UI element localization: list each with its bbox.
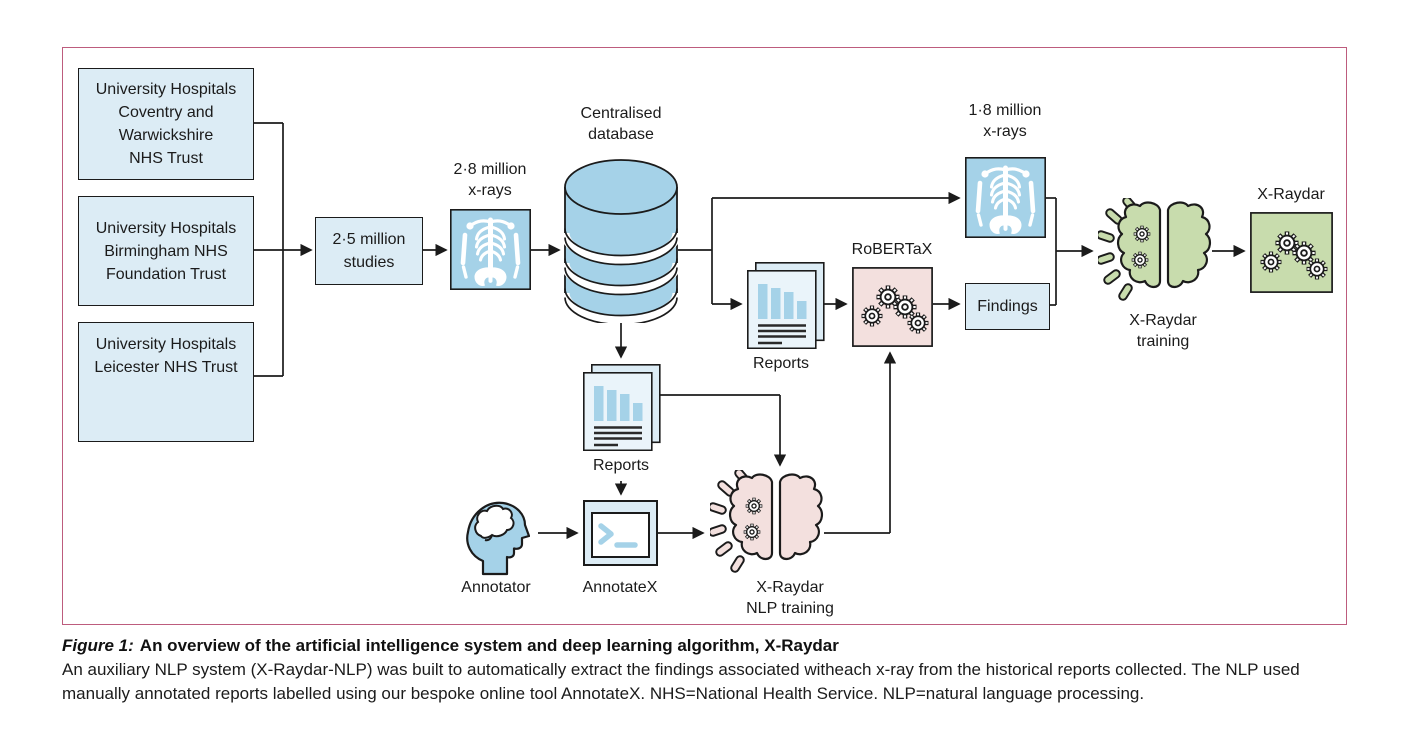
- reports-mid-label: Reports: [752, 355, 810, 372]
- figure-title: An overview of the artificial intelligen…: [139, 636, 839, 655]
- xray-out-count-label: 1·8 million x-rays: [968, 102, 1042, 140]
- source-box-coventry: University Hospitals Coventry and Warwic…: [78, 68, 254, 180]
- reports-icon: [747, 262, 825, 349]
- figure-title-line: Figure 1: An overview of the artificial i…: [62, 634, 1348, 657]
- database-label: Centralised database: [580, 105, 662, 143]
- annotator-label: Annotator: [461, 579, 531, 596]
- findings-box: Findings: [965, 283, 1050, 330]
- annotatex-terminal-icon: [583, 500, 658, 566]
- nlp-training-label: X-Raydar NLP training: [746, 579, 834, 617]
- xraydar-label: X-Raydar: [1257, 186, 1325, 203]
- studies-count-box: 2·5 million studies: [315, 217, 423, 285]
- annotator-head-icon: [466, 501, 530, 576]
- xray-icon: [450, 209, 531, 290]
- xraydar-training-brain-icon: [1098, 198, 1212, 301]
- figure-description: An auxiliary NLP system (X-Raydar-NLP) w…: [62, 660, 1300, 703]
- reports-icon: [583, 364, 661, 451]
- xraydar-gears-icon: [1250, 212, 1333, 293]
- source-box-birmingham: University Hospitals Birmingham NHS Foun…: [78, 196, 254, 306]
- source-box-leicester: University Hospitals Leicester NHS Trust: [78, 322, 254, 442]
- xraydar-training-label: X-Raydar training: [1129, 312, 1197, 350]
- robertax-label: RoBERTaX: [851, 241, 933, 258]
- database-icon: [564, 159, 678, 323]
- xray-icon: [965, 157, 1046, 238]
- robertax-gears-icon: [852, 267, 933, 347]
- reports-bottom-label: Reports: [592, 457, 650, 474]
- nlp-training-brain-icon: [710, 470, 824, 573]
- figure-number: Figure 1:: [62, 636, 134, 655]
- figure-caption: Figure 1: An overview of the artificial i…: [62, 634, 1348, 705]
- annotatex-label: AnnotateX: [582, 579, 658, 596]
- xray-in-count-label: 2·8 million x-rays: [453, 161, 527, 199]
